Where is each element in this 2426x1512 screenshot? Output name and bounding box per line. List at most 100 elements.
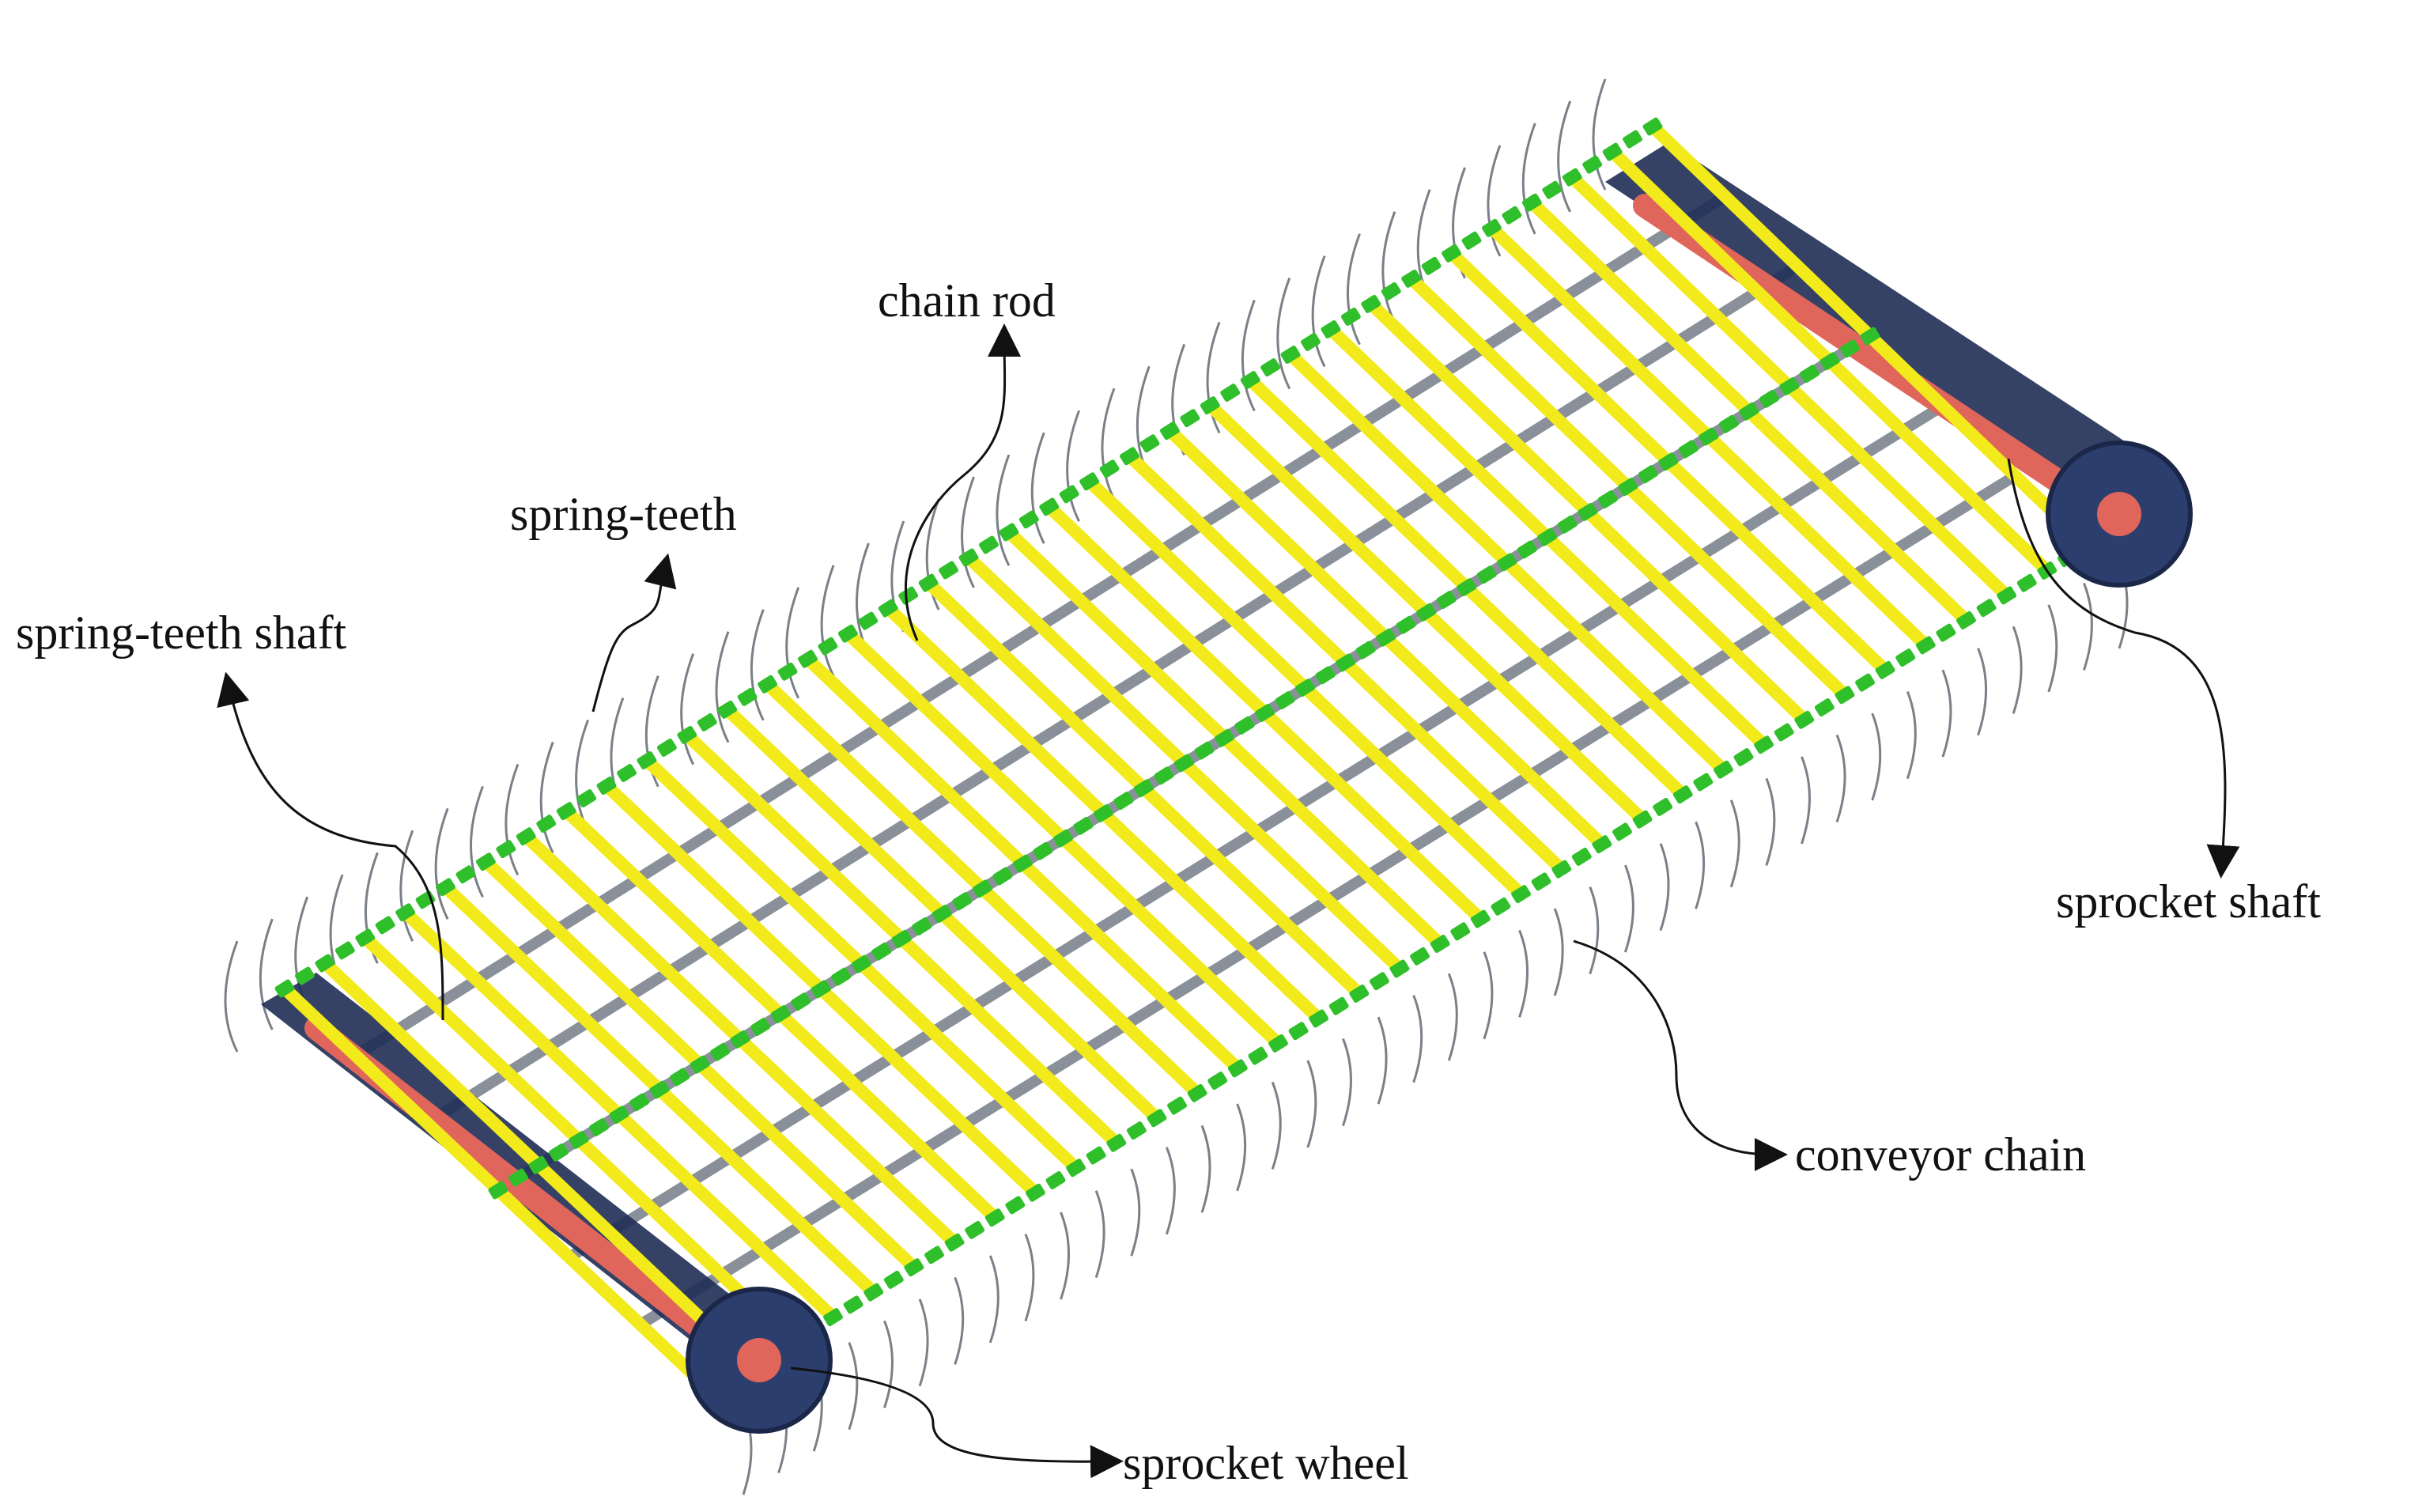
spring-tooth	[1342, 1038, 1352, 1127]
chain-link	[1033, 841, 1053, 860]
chain-link	[1240, 371, 1260, 390]
chain-link	[863, 1283, 884, 1302]
chain-link	[1638, 465, 1658, 484]
chain-link	[758, 675, 778, 694]
spring-tooth	[644, 675, 659, 788]
chain-link	[1174, 754, 1194, 773]
chain-link	[750, 1018, 771, 1037]
spring-tooth	[259, 918, 274, 1030]
spring-tooth	[1066, 410, 1081, 522]
chain-link	[1086, 1146, 1106, 1165]
chain-link	[1147, 1109, 1167, 1128]
spring-tooth	[1765, 777, 1776, 866]
chain-link	[1713, 760, 1733, 779]
chain-link	[1794, 710, 1815, 729]
chain-link	[589, 1118, 610, 1137]
chain-link	[1835, 686, 1855, 705]
spring-tooth	[539, 741, 554, 854]
chain-link	[798, 649, 818, 668]
chain-link	[1207, 1072, 1228, 1091]
chain-link	[931, 905, 952, 924]
chain-link	[1678, 440, 1699, 459]
spring-tooth	[1623, 864, 1634, 953]
chain-link	[1381, 282, 1401, 301]
chain-link	[508, 1168, 528, 1187]
chain-link	[1200, 396, 1220, 415]
chain-link	[1997, 586, 2017, 605]
chain-link	[944, 1233, 965, 1252]
chain-link	[1875, 660, 1895, 679]
chain-link	[1658, 452, 1679, 471]
chain-link	[1774, 723, 1794, 742]
chain-link	[274, 979, 295, 998]
spring-tooth	[1094, 1190, 1105, 1279]
callout-arrows	[217, 323, 2240, 1479]
label-spring-teeth: spring-teeth	[510, 488, 737, 540]
chain-link	[1248, 1046, 1268, 1065]
chain-link	[1280, 346, 1301, 365]
chain-link	[858, 611, 879, 630]
label-sprocket-shaft: sprocket shaft	[2056, 875, 2321, 928]
chain-link	[1699, 427, 1719, 446]
chain-link	[355, 928, 376, 947]
chain-link	[1215, 728, 1234, 747]
chain-link	[569, 1130, 589, 1149]
sprocket-wheel-right	[2046, 440, 2193, 588]
spring-tooth	[883, 1320, 894, 1408]
spring-tooth	[848, 1342, 859, 1431]
right-roller-body	[1605, 142, 2127, 490]
chain-link	[1511, 885, 1531, 904]
spring-tooth	[785, 587, 800, 699]
chain-link	[1187, 1083, 1207, 1102]
spring-tooth	[399, 830, 414, 942]
spring-tooth	[1592, 78, 1607, 191]
spring-tooth	[1130, 1168, 1141, 1257]
arrow-spring-teeth-shaft	[217, 671, 444, 1021]
chain-link	[670, 1068, 690, 1087]
spring-tooth	[820, 565, 835, 677]
chain-link	[1167, 1096, 1187, 1115]
chain-link	[656, 738, 677, 757]
chain-link	[1005, 1196, 1026, 1215]
chain-link	[831, 967, 852, 986]
chain-link	[1340, 307, 1361, 326]
chain-link	[2016, 573, 2037, 592]
spring-tooth	[996, 454, 1011, 566]
chain-link	[1521, 193, 1542, 212]
chain-link	[1672, 785, 1693, 804]
chain-link	[1066, 1159, 1086, 1177]
chain-link	[898, 586, 919, 605]
chain-link	[1099, 459, 1120, 478]
chain-link	[1653, 797, 1673, 816]
spring-tooth	[1276, 278, 1291, 390]
spring-tooth	[504, 763, 520, 876]
chain-link	[1612, 822, 1632, 841]
chain-link	[1739, 402, 1759, 421]
chain-link	[1234, 716, 1255, 735]
chain-link	[1079, 472, 1100, 491]
chain-link	[984, 1208, 1005, 1227]
spring-tooth	[1347, 233, 1361, 346]
arrow-spring-teeth	[591, 553, 677, 713]
chain-link	[883, 1270, 904, 1289]
spring-tooth	[1553, 908, 1564, 996]
chain-link	[1430, 935, 1450, 954]
chain-link	[1450, 922, 1471, 941]
spring-tooth	[1589, 886, 1600, 975]
chain-link	[1309, 1009, 1329, 1028]
spring-tooth	[1412, 995, 1423, 1083]
chain-link	[1840, 339, 1860, 358]
spring-tooth	[750, 609, 765, 721]
chain-link	[710, 1042, 731, 1061]
chain-link	[999, 523, 1019, 542]
chain-link	[912, 917, 932, 936]
chain-link	[1779, 377, 1800, 396]
chain-link	[1159, 421, 1180, 440]
chain-link	[1461, 231, 1482, 250]
chain-link	[1632, 810, 1653, 829]
chain-link	[576, 789, 597, 808]
chain-link	[737, 687, 758, 706]
spring-tooth	[1165, 1147, 1176, 1235]
chain-link	[1410, 947, 1430, 966]
chain-link	[1396, 615, 1416, 634]
